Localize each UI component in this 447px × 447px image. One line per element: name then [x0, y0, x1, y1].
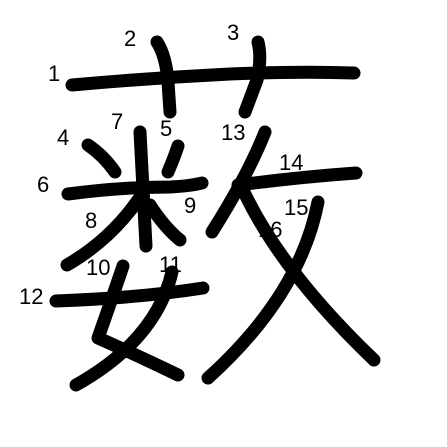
strokes-group	[49, 35, 381, 392]
stroke-label-16: 16	[258, 217, 282, 242]
stroke-6	[61, 176, 209, 201]
stroke-label-2: 2	[124, 26, 136, 51]
stroke-label-15: 15	[284, 195, 308, 220]
stroke-label-1: 1	[48, 61, 60, 86]
stroke-label-10: 10	[86, 255, 110, 280]
stroke-7	[133, 125, 153, 253]
stroke-9	[143, 198, 187, 247]
stroke-16	[237, 185, 381, 367]
stroke-label-9: 9	[184, 193, 196, 218]
stroke-label-14: 14	[279, 150, 303, 175]
stroke-3	[238, 35, 267, 119]
stroke-label-4: 4	[57, 125, 69, 150]
stroke-15	[201, 195, 325, 385]
stroke-label-12: 12	[19, 284, 43, 309]
stroke-label-3: 3	[227, 20, 239, 45]
stroke-label-8: 8	[85, 208, 97, 233]
stroke-14	[231, 166, 363, 192]
stroke-12	[49, 281, 210, 308]
stroke-label-7: 7	[111, 109, 123, 134]
stroke-4	[81, 138, 122, 179]
stroke-label-11: 11	[159, 252, 182, 277]
stroke-8	[60, 193, 145, 272]
stroke-label-6: 6	[37, 172, 49, 197]
stroke-label-13: 13	[221, 120, 245, 145]
stroke-5	[161, 139, 185, 179]
stroke-2	[150, 35, 177, 119]
stroke-number-labels: 1 2 3 4 5 6 7 8 9 10 11 12 13 14 15 16	[19, 20, 308, 309]
stroke-label-5: 5	[160, 116, 172, 141]
stroke-1	[65, 65, 361, 92]
